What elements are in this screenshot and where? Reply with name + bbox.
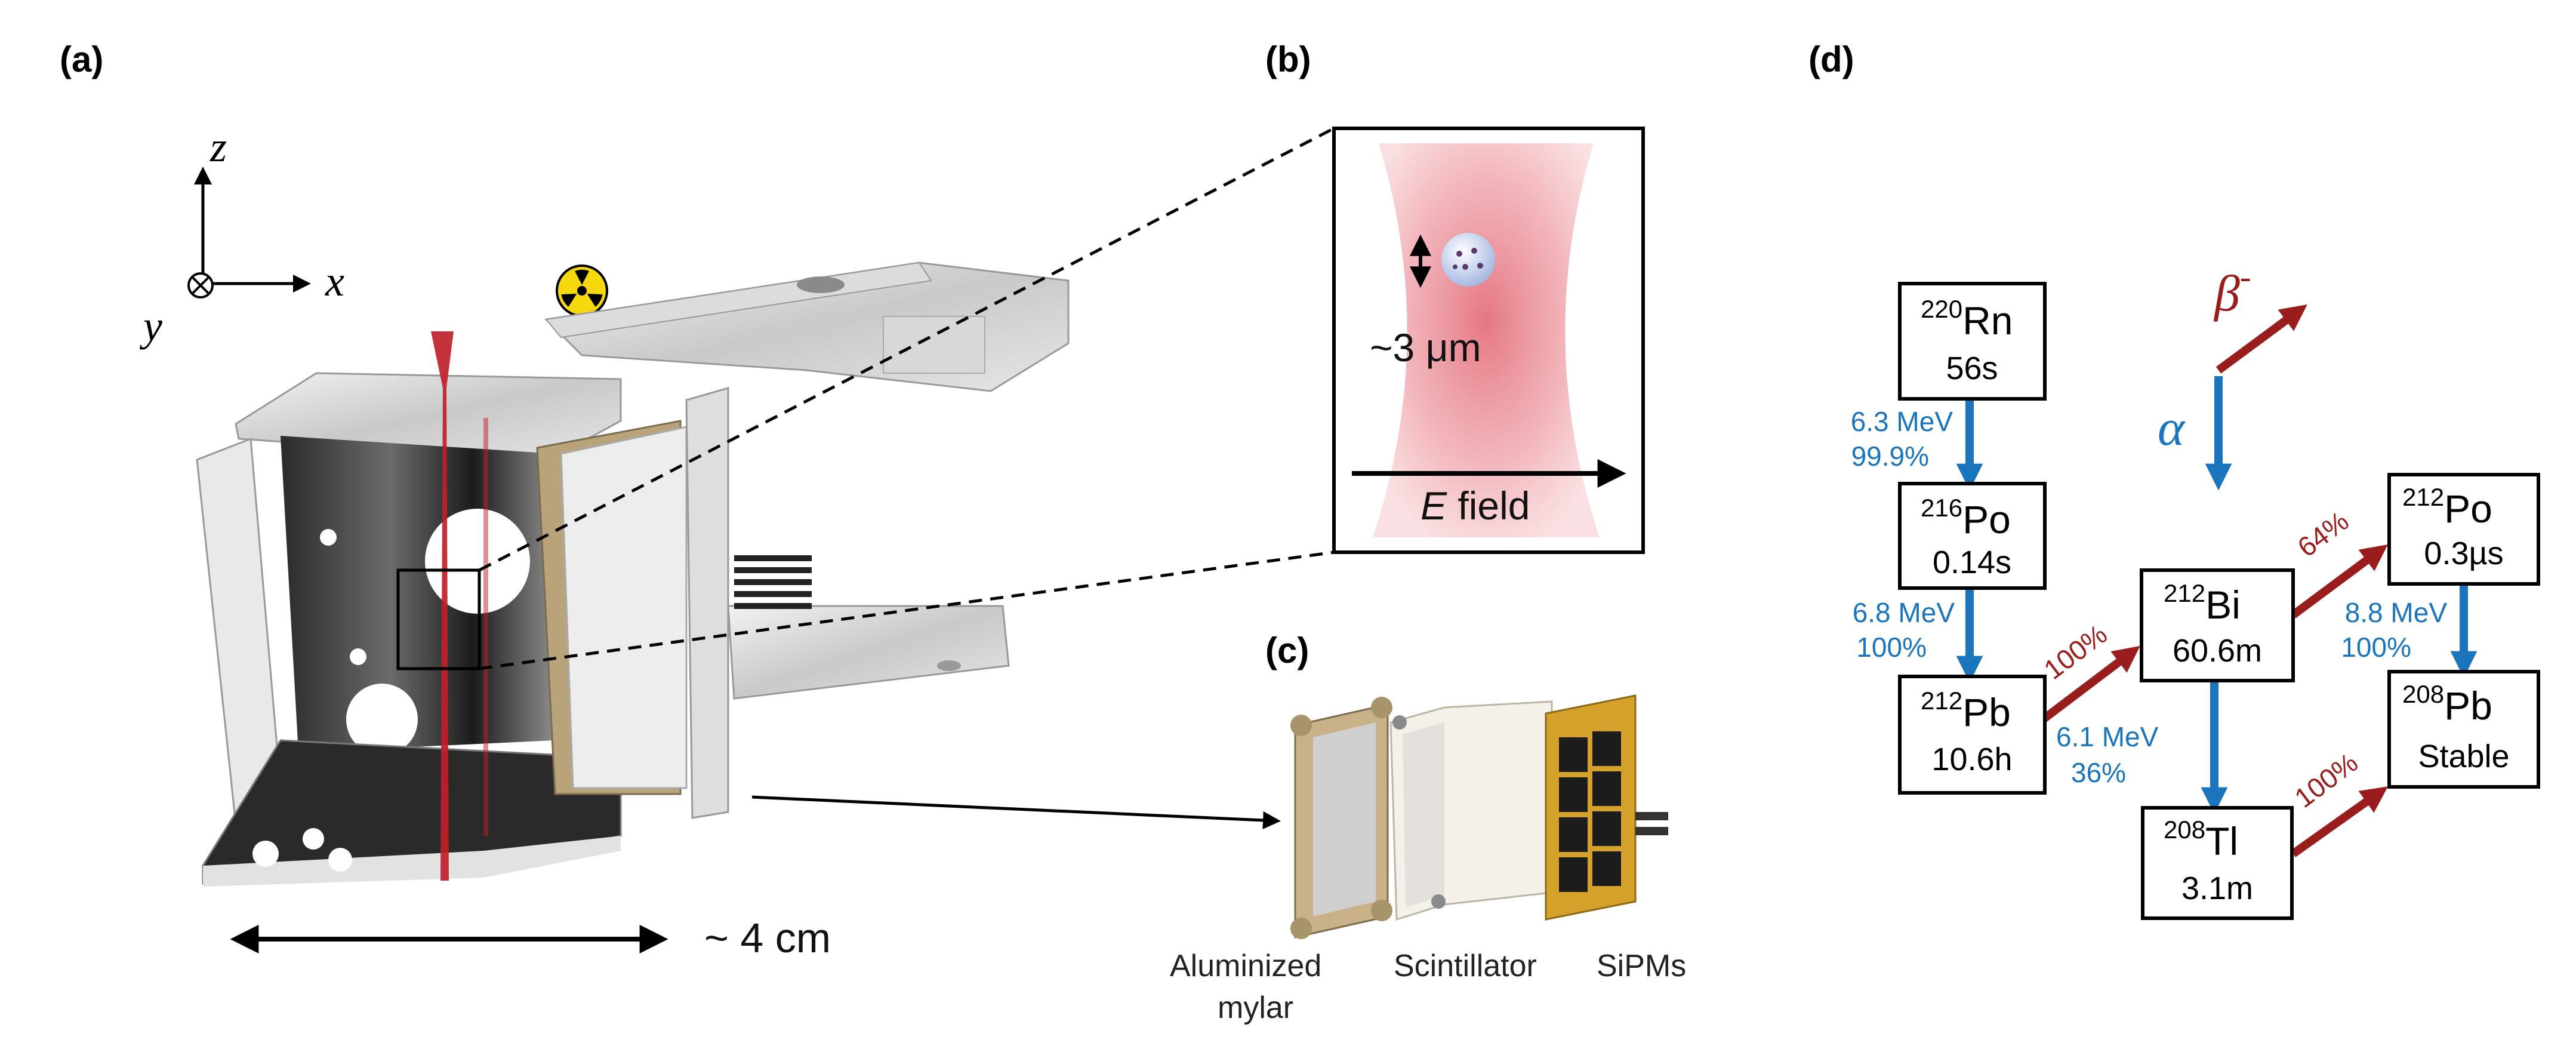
coordinate-axes: z x y <box>139 123 344 350</box>
scale-label: ~ 4 cm <box>704 915 831 961</box>
panel-c: Aluminized mylar Scintillator SiPMs <box>1170 694 1686 1025</box>
beta-legend-arrow <box>2216 304 2307 374</box>
size-label: ~3 μm <box>1370 325 1481 370</box>
alpha-energy-bi: 6.1 MeV <box>2056 721 2159 752</box>
panel-label-a: (a) <box>60 39 103 79</box>
svg-text:212Pb: 212Pb <box>1921 687 2011 734</box>
svg-text:10.6h: 10.6h <box>1931 742 2012 777</box>
alpha-branch-rn: 99.9% <box>1851 441 1929 472</box>
alpha-branch-po216: 100% <box>1856 632 1927 663</box>
radiation-hazard-icon <box>556 264 608 317</box>
svg-text:56s: 56s <box>1946 350 1998 386</box>
svg-text:208Tl: 208Tl <box>2164 816 2238 863</box>
svg-text:208Pb: 208Pb <box>2402 680 2492 728</box>
caption-scintillator: Scintillator <box>1394 949 1537 983</box>
beta-arrow-bi-po <box>2290 544 2388 619</box>
nuclide-box-pb212: 212Pb 10.6h <box>1898 675 2047 795</box>
panel-label-b: (b) <box>1265 39 1311 79</box>
microsphere <box>1441 233 1495 287</box>
caption-mylar: mylar <box>1218 990 1293 1025</box>
svg-text:3.1m: 3.1m <box>2181 870 2253 906</box>
alpha-symbol: α <box>2158 399 2186 456</box>
axis-y-label: y <box>139 302 162 350</box>
inset-region <box>396 568 481 670</box>
svg-text:60.6m: 60.6m <box>2173 633 2262 669</box>
axis-z-label: z <box>209 123 227 171</box>
nuclide-box-po216: 216Po 0.14s <box>1898 482 2047 590</box>
svg-text:Stable: Stable <box>2418 739 2509 774</box>
sipm-board <box>1545 694 1668 921</box>
nuclide-box-rn220: 220Rn 56s <box>1898 282 2047 401</box>
alpha-energy-po216: 6.8 MeV <box>1853 597 1955 628</box>
axis-x-label: x <box>325 257 344 305</box>
panel-b: ~3 μm E field <box>1332 127 1645 554</box>
panel-label-d: (d) <box>1808 39 1854 79</box>
caption-aluminized: Aluminized <box>1170 949 1321 983</box>
alpha-energy-po212: 8.8 MeV <box>2345 597 2448 628</box>
beta-branch-tl: 100% <box>2289 747 2364 814</box>
panel-a: z x y <box>139 123 1335 961</box>
svg-text:220Rn: 220Rn <box>1921 295 2013 343</box>
panel-d: β- α 220Rn 56s 216Po 0.14s 212Pb 10.6h <box>1851 259 2540 920</box>
nuclide-box-tl208: 208Tl 3.1m <box>2141 806 2294 920</box>
beta-arrow-tl-pb <box>2290 786 2388 857</box>
caption-sipms: SiPMs <box>1597 949 1686 983</box>
zoom-line-bottom <box>479 550 1335 670</box>
nuclide-box-pb208: 208Pb Stable <box>2387 670 2540 789</box>
zoom-line-top <box>478 127 1335 572</box>
svg-text:212Po: 212Po <box>2402 483 2492 531</box>
scale-bar: ~ 4 cm <box>230 915 831 961</box>
source-arm <box>544 262 1070 392</box>
alpha-branch-bi: 36% <box>2071 757 2126 788</box>
beta-symbol: β- <box>2213 259 2251 322</box>
aluminized-mylar <box>1290 697 1392 939</box>
pointer-arrow-to-c <box>751 795 1281 829</box>
scintillator <box>1389 700 1553 921</box>
panel-label-c: (c) <box>1265 630 1309 670</box>
svg-text:216Po: 216Po <box>1921 494 2011 542</box>
nuclide-box-po212: 212Po 0.3µs <box>2387 473 2540 586</box>
trap-assembly <box>196 331 1010 887</box>
alpha-energy-rn: 6.3 MeV <box>1851 406 1953 437</box>
svg-text:0.3µs: 0.3µs <box>2424 536 2503 571</box>
beta-branch-bi: 64% <box>2292 505 2355 563</box>
svg-text:212Bi: 212Bi <box>2164 579 2241 627</box>
alpha-branch-po212: 100% <box>2341 632 2411 663</box>
beta-arrow-pb-bi <box>2040 645 2140 723</box>
e-field-label: E field <box>1421 484 1530 528</box>
nuclide-box-bi212: 212Bi 60.6m <box>2140 568 2295 682</box>
svg-text:0.14s: 0.14s <box>1933 544 2011 580</box>
